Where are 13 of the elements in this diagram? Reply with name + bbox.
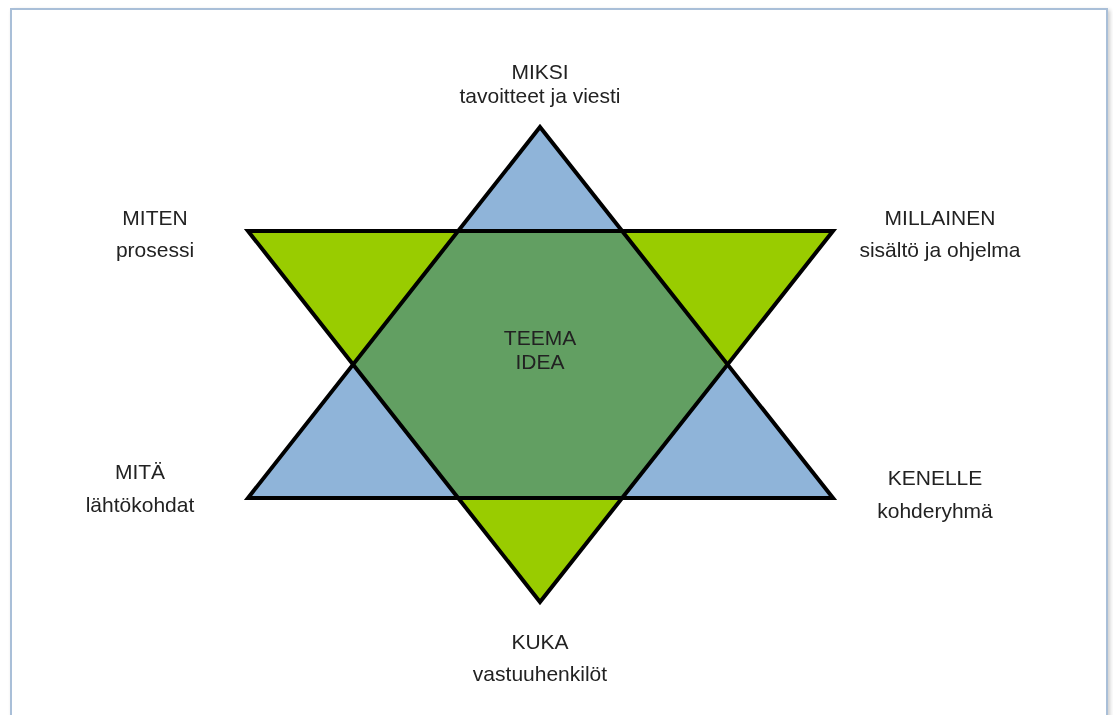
subheading: lähtökohdat <box>85 492 195 518</box>
subheading: vastuuhenkilöt <box>472 661 608 687</box>
heading: MILLAINEN <box>884 205 996 231</box>
heading: MIKSI <box>511 59 569 85</box>
heading: MITÄ <box>114 459 166 485</box>
subheading: prosessi <box>115 237 195 263</box>
heading: KENELLE <box>887 465 983 491</box>
center-text: TEEMA IDEA <box>502 325 578 375</box>
heading: MITEN <box>122 205 188 231</box>
subheading: kohderyhmä <box>877 498 993 524</box>
heading: KUKA <box>511 629 569 655</box>
subheading: sisältö ja ohjelma <box>859 237 1021 263</box>
subheading: tavoitteet ja viesti <box>459 83 621 109</box>
